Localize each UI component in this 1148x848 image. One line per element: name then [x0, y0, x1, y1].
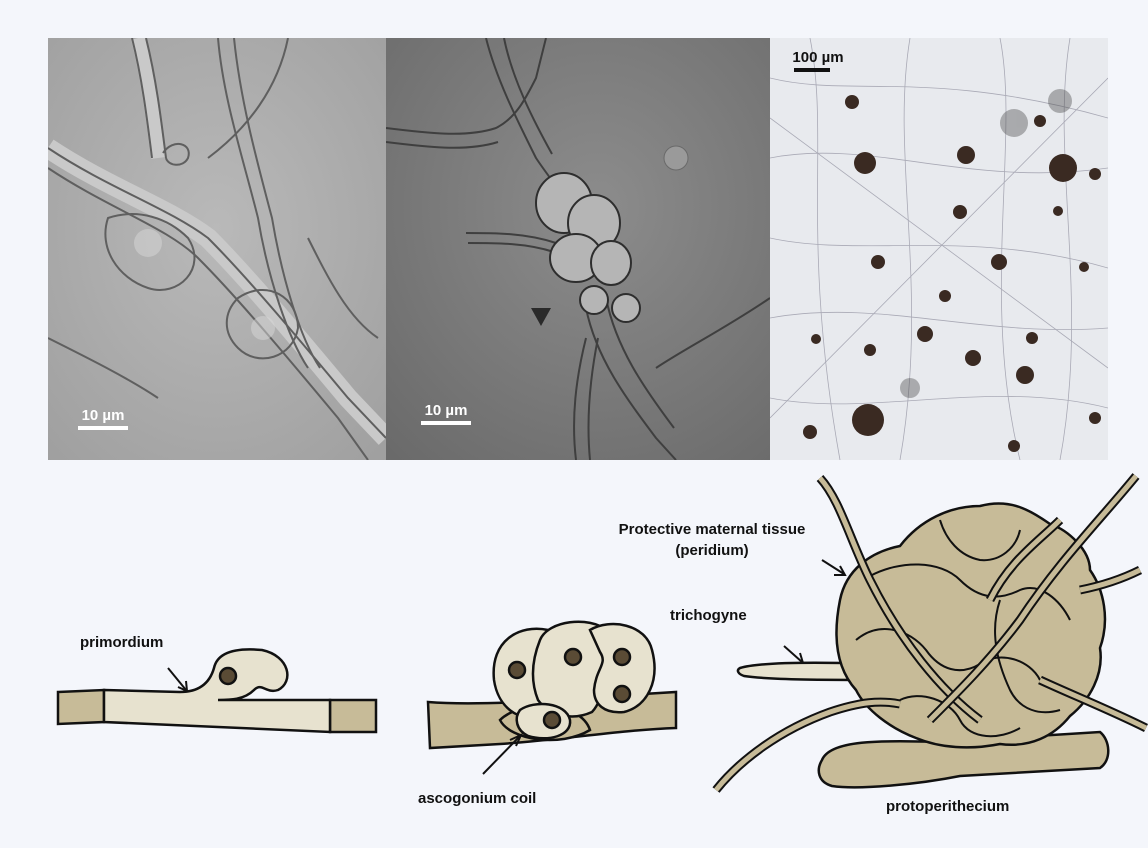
micrograph-protoperithecia-image	[770, 38, 1108, 460]
protective-tissue-arrow	[822, 560, 845, 575]
scale-bar-label: 10 µm	[68, 408, 138, 424]
micrograph-protoperithecia: 100 µm	[770, 38, 1108, 460]
scale-bar-line	[794, 68, 830, 72]
coil-nucleus	[544, 712, 560, 728]
scale-bar-label: 100 µm	[778, 50, 858, 66]
coil-nucleus	[509, 662, 525, 678]
primordium-cell	[104, 649, 330, 732]
scale-bar-protoperithecia: 100 µm	[778, 50, 858, 72]
label-protective-maternal-tissue-line2: (peridium)	[594, 542, 830, 559]
scale-bar-primordium: 10 µm	[68, 408, 138, 430]
micrograph-primordium: 10 µm	[48, 38, 386, 460]
scale-bar-label: 10 µm	[411, 403, 481, 419]
schematic-drawings	[0, 460, 1148, 800]
label-protective-maternal-tissue: Protective maternal tissue (peridium)	[594, 521, 830, 559]
label-primordium: primordium	[80, 634, 163, 651]
primordium-arrow	[168, 668, 187, 691]
coil-nucleus	[614, 649, 630, 665]
hypha-segment-left	[58, 690, 104, 724]
scale-bar-line	[78, 426, 128, 430]
coil-nucleus	[614, 686, 630, 702]
scale-bar-line	[421, 421, 471, 425]
trichogyne-arrow	[784, 646, 803, 663]
label-protective-maternal-tissue-line1: Protective maternal tissue	[594, 521, 830, 538]
ascogonium-coil-drawing	[428, 622, 676, 748]
primordium-drawing	[58, 649, 376, 732]
micrograph-primordium-image	[48, 38, 386, 460]
label-trichogyne: trichogyne	[670, 607, 747, 624]
label-ascogonium-coil: ascogonium coil	[418, 790, 536, 807]
label-protoperithecium: protoperithecium	[886, 798, 1009, 815]
micrograph-ascogonium-coil: 10 µm	[386, 38, 770, 460]
micrograph-ascogonium-coil-image	[386, 38, 770, 460]
coil-nucleus	[565, 649, 581, 665]
primordium-nucleus	[220, 668, 236, 684]
scale-bar-ascogonium: 10 µm	[411, 403, 481, 425]
hypha-segment-right	[330, 700, 376, 732]
